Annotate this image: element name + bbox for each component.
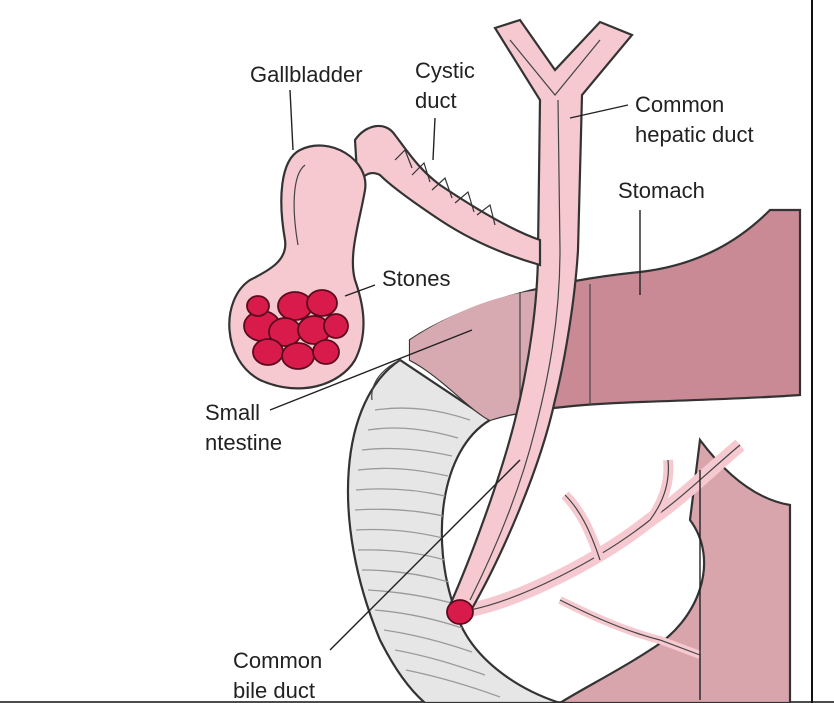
pancreas [468, 437, 792, 703]
leader-common-bile-duct [329, 459, 521, 651]
label-common-hepatic-line1: Common [635, 92, 724, 117]
label-small-intestine-line1: Small [205, 400, 260, 425]
bile-duct-system [448, 18, 634, 614]
label-small-intestine-line2: ntestine [205, 430, 282, 455]
label-common-bile-duct-line1: Common [233, 648, 322, 673]
label-stomach: Stomach [618, 178, 705, 203]
label-stones: Stones [382, 266, 451, 291]
label-common-bile-duct-line2: bile duct [233, 678, 315, 703]
label-gallbladder: Gallbladder [250, 62, 363, 87]
leader-gallbladder [289, 89, 294, 151]
gallstones [243, 289, 474, 625]
stomach [408, 208, 802, 422]
label-cystic-duct-line2: duct [415, 88, 457, 113]
labels: Gallbladder Cystic duct Common hepatic d… [205, 58, 754, 703]
cystic-duct [353, 124, 542, 267]
leader-stones [344, 284, 376, 297]
leader-small-intestine [269, 329, 473, 411]
label-common-hepatic-line2: hepatic duct [635, 122, 754, 147]
leader-common-hepatic [569, 104, 629, 119]
leader-lines [269, 89, 701, 700]
leader-cystic-duct [432, 117, 436, 161]
label-cystic-duct-line1: Cystic [415, 58, 475, 83]
